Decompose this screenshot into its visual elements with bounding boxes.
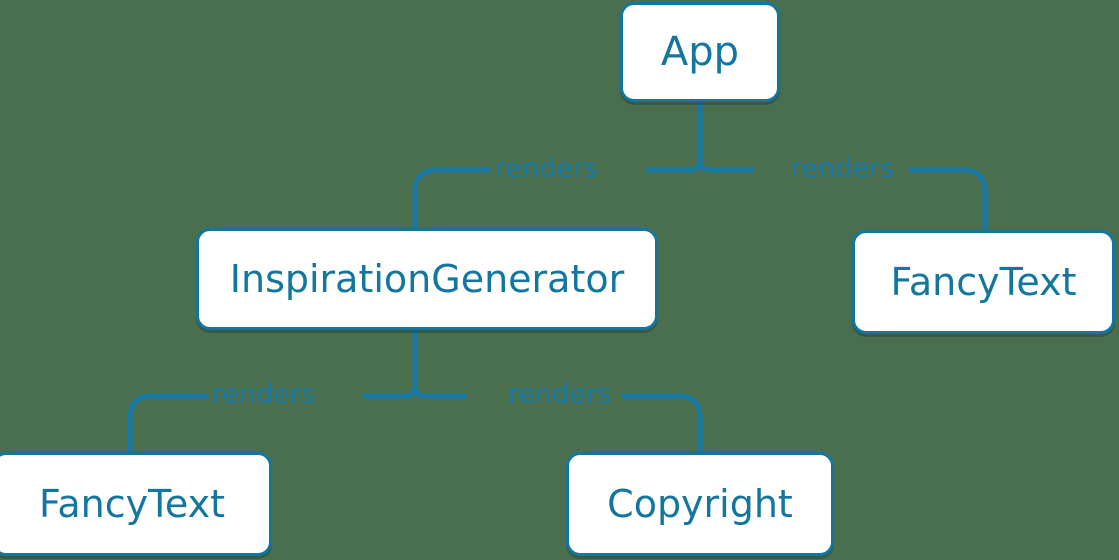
node-fancy-text-right-label: FancyText [890,260,1077,304]
node-inspiration-generator[interactable]: InspirationGenerator [196,228,658,330]
edge-label-app-inspiration-generator: renders [495,153,599,184]
edge-app-junction-right [697,157,755,173]
node-copyright-label: Copyright [607,482,793,526]
edge-ig-junction-left [362,383,418,399]
edge-app-junction-left [645,157,703,173]
node-fancy-text-bottom[interactable]: FancyText [0,452,272,556]
node-copyright[interactable]: Copyright [566,452,834,556]
edge-label-app-fancy-text: renders [791,153,895,184]
node-inspiration-generator-label: InspirationGenerator [229,257,625,301]
edge-ig-copyright-run [621,393,703,455]
edge-app-ig-run [412,167,492,231]
edge-ig-junction-right [412,383,468,399]
edge-label-inspiration-generator-copyright: renders [508,379,612,410]
node-fancy-text-right[interactable]: FancyText [852,230,1115,334]
node-fancy-text-bottom-label: FancyText [39,482,225,526]
edge-ig-fancy-run [127,393,209,455]
edge-label-inspiration-generator-fancy-text: renders [212,379,316,410]
edge-app-fancy-run [908,167,988,233]
node-app-label: App [660,29,740,75]
node-app[interactable]: App [620,2,780,102]
